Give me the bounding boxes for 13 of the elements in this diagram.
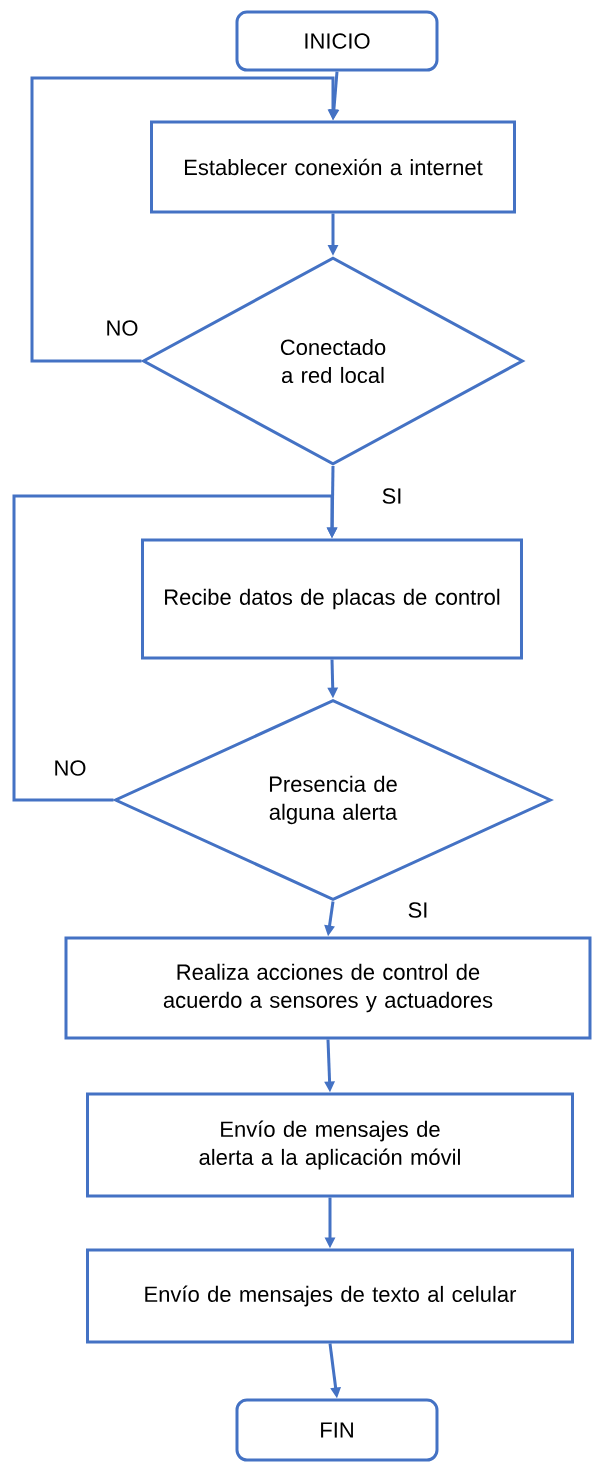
edge-label: SI	[406, 901, 430, 919]
edge-label: SI	[380, 487, 404, 505]
edge-label: NO	[104, 319, 140, 337]
terminal-box: FIN	[235, 1398, 439, 1462]
process-box: Recibe datos de placas de control	[141, 538, 523, 660]
edge-label: NO	[52, 759, 88, 777]
arrow	[12, 494, 338, 802]
terminal-box: INICIO	[235, 10, 439, 72]
process-box: Envío de mensajes de texto al celular	[86, 1248, 574, 1344]
process-box: Envío de mensajes de alerta a la aplicación móvil	[86, 1092, 574, 1198]
arrow	[30, 76, 339, 363]
process-box: Establecer conexión a internet	[150, 120, 516, 214]
process-box: Realiza acciones de control de acuerdo a sensores y actuadores	[64, 936, 592, 1040]
